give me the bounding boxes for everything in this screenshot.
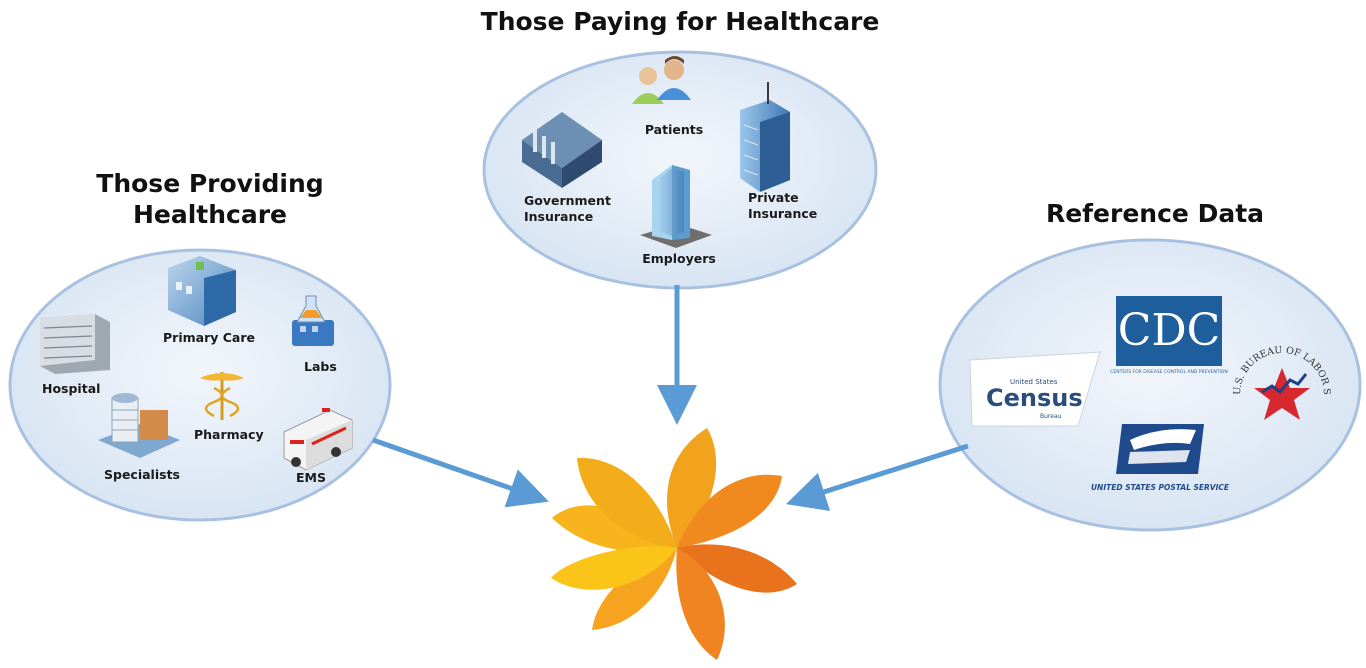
cdc-logo: CDC CENTERS FOR DISEASE CONTROL AND PREV…	[1110, 296, 1228, 375]
caduceus-icon	[200, 372, 244, 420]
clinic-building-icon	[168, 256, 236, 326]
reference-title: Reference Data	[1045, 199, 1265, 228]
label-private-insurance: Private Insurance	[748, 190, 818, 221]
payers-title: Those Paying for Healthcare	[480, 7, 880, 36]
label-specialists: Specialists	[104, 467, 180, 482]
label-primary-care: Primary Care	[163, 330, 255, 345]
label-hospital: Hospital	[42, 381, 101, 396]
label-government-insurance: Government Insurance	[524, 193, 611, 224]
label-employers: Employers	[642, 251, 716, 266]
cdc-logo-text: CDC	[1118, 305, 1221, 356]
skyscraper-icon	[640, 165, 712, 248]
government-building-icon	[522, 112, 602, 188]
usps-logo: UNITED STATES POSTAL SERVICE	[1091, 424, 1230, 492]
cdc-logo-subtext: CENTERS FOR DISEASE CONTROL AND PREVENTI…	[1110, 369, 1227, 375]
arrow-providers-to-hub	[372, 437, 549, 508]
providers-title: Those Providing Healthcare	[96, 169, 324, 229]
census-logo-small: United States	[1010, 378, 1058, 386]
label-labs: Labs	[304, 359, 337, 374]
patients-icon	[632, 56, 691, 104]
lab-flask-icon	[292, 295, 334, 346]
hospital-building-icon	[40, 314, 110, 374]
reference-ellipse	[938, 238, 1362, 532]
census-logo-sub: Bureau	[1040, 413, 1062, 420]
census-logo-text: Census	[986, 384, 1083, 412]
office-tower-icon	[740, 82, 790, 192]
flower-logo-icon	[551, 428, 797, 660]
arrows	[372, 285, 969, 511]
specialist-building-icon	[98, 393, 180, 458]
arrow-reference-to-hub	[785, 443, 969, 511]
label-patients: Patients	[644, 122, 704, 137]
usps-logo-text: UNITED STATES POSTAL SERVICE	[1091, 483, 1230, 492]
census-logo: United States Census Bureau	[969, 351, 1101, 427]
label-ems: EMS	[296, 470, 326, 485]
ambulance-icon	[283, 408, 353, 471]
label-pharmacy: Pharmacy	[194, 427, 264, 442]
